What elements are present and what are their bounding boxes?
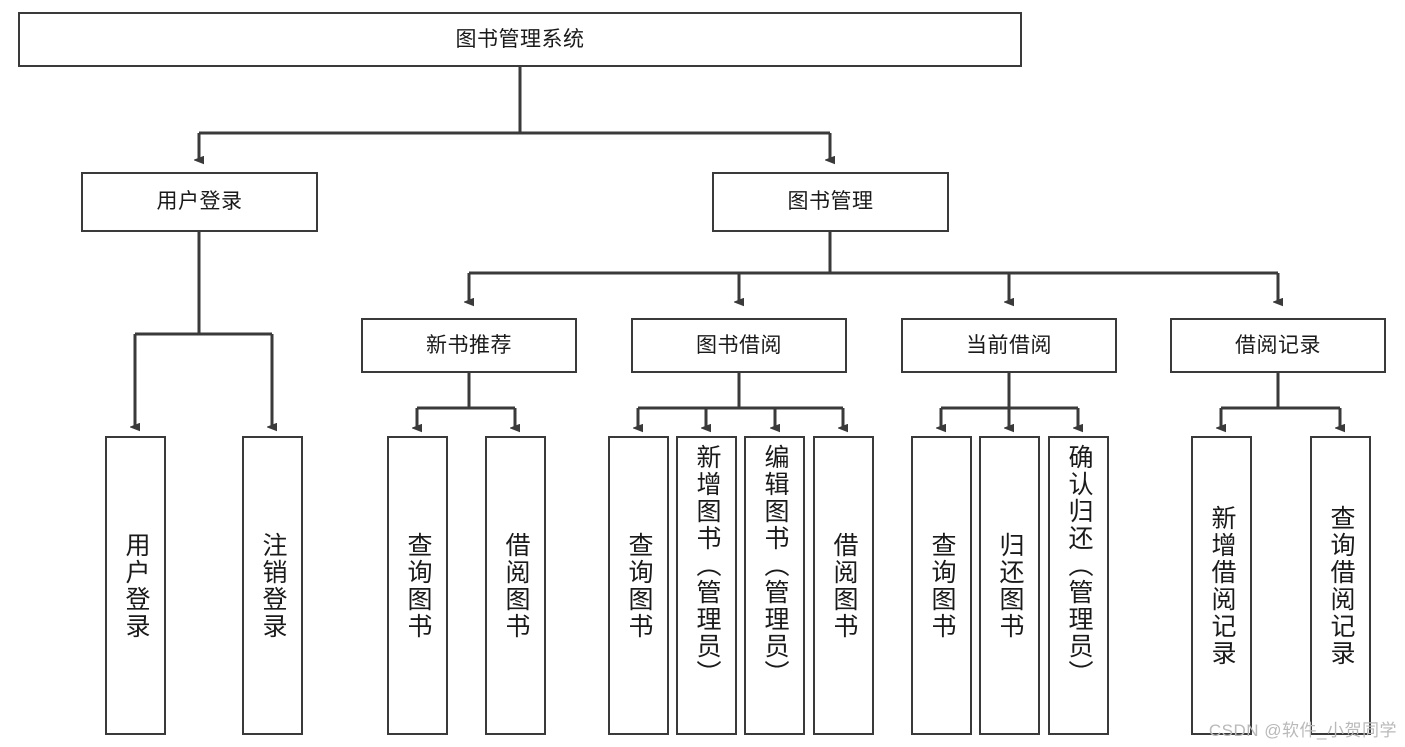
node-root-system[interactable]: 图书管理系统 [18,12,1022,67]
node-label: 归还图书 [996,531,1024,640]
leaf-record-query-record[interactable]: 查询借阅记录 [1310,436,1371,735]
node-label: 查询图书 [625,531,653,640]
node-label: 借阅图书 [502,531,530,640]
leaf-record-add-record[interactable]: 新增借阅记录 [1191,436,1252,735]
leaf-borrow-query-book[interactable]: 查询图书 [608,436,669,735]
leaf-current-confirm-return-admin[interactable]: 确认归还（管理员） [1048,436,1109,735]
node-label: 新增借阅记录 [1208,504,1236,667]
node-label: 图书管理系统 [455,27,585,51]
leaf-new-book-query[interactable]: 查询图书 [387,436,448,735]
node-label: 确认归还（管理员） [1065,444,1093,687]
node-label: 查询图书 [928,531,956,640]
node-label: 注销登录 [259,531,287,640]
leaf-new-book-borrow[interactable]: 借阅图书 [485,436,546,735]
node-label: 用户登录 [122,531,150,640]
node-current-borrow[interactable]: 当前借阅 [901,318,1117,373]
leaf-borrow-borrow-book[interactable]: 借阅图书 [813,436,874,735]
node-label: 编辑图书（管理员） [761,444,789,687]
leaf-user-login-signin[interactable]: 用户登录 [105,436,166,735]
node-label: 图书借阅 [696,333,782,357]
leaf-current-return-book[interactable]: 归还图书 [979,436,1040,735]
watermark-text: CSDN @软件_小贺同学 [1208,721,1397,740]
leaf-user-login-signout[interactable]: 注销登录 [242,436,303,735]
leaf-current-query-book[interactable]: 查询图书 [911,436,972,735]
node-label: 当前借阅 [966,333,1052,357]
node-book-borrow[interactable]: 图书借阅 [631,318,847,373]
node-label: 借阅记录 [1235,333,1321,357]
node-label: 新增图书（管理员） [693,444,721,687]
leaf-borrow-edit-book-admin[interactable]: 编辑图书（管理员） [744,436,805,735]
leaf-borrow-add-book-admin[interactable]: 新增图书（管理员） [676,436,737,735]
node-label: 查询借阅记录 [1327,504,1355,667]
node-user-login[interactable]: 用户登录 [81,172,318,232]
node-book-management[interactable]: 图书管理 [712,172,949,232]
node-new-book-recommend[interactable]: 新书推荐 [361,318,577,373]
node-label: 用户登录 [156,190,243,214]
node-label: 新书推荐 [426,333,512,357]
node-label: 图书管理 [787,190,874,214]
node-borrow-record[interactable]: 借阅记录 [1170,318,1386,373]
node-label: 借阅图书 [830,531,858,640]
node-label: 查询图书 [404,531,432,640]
